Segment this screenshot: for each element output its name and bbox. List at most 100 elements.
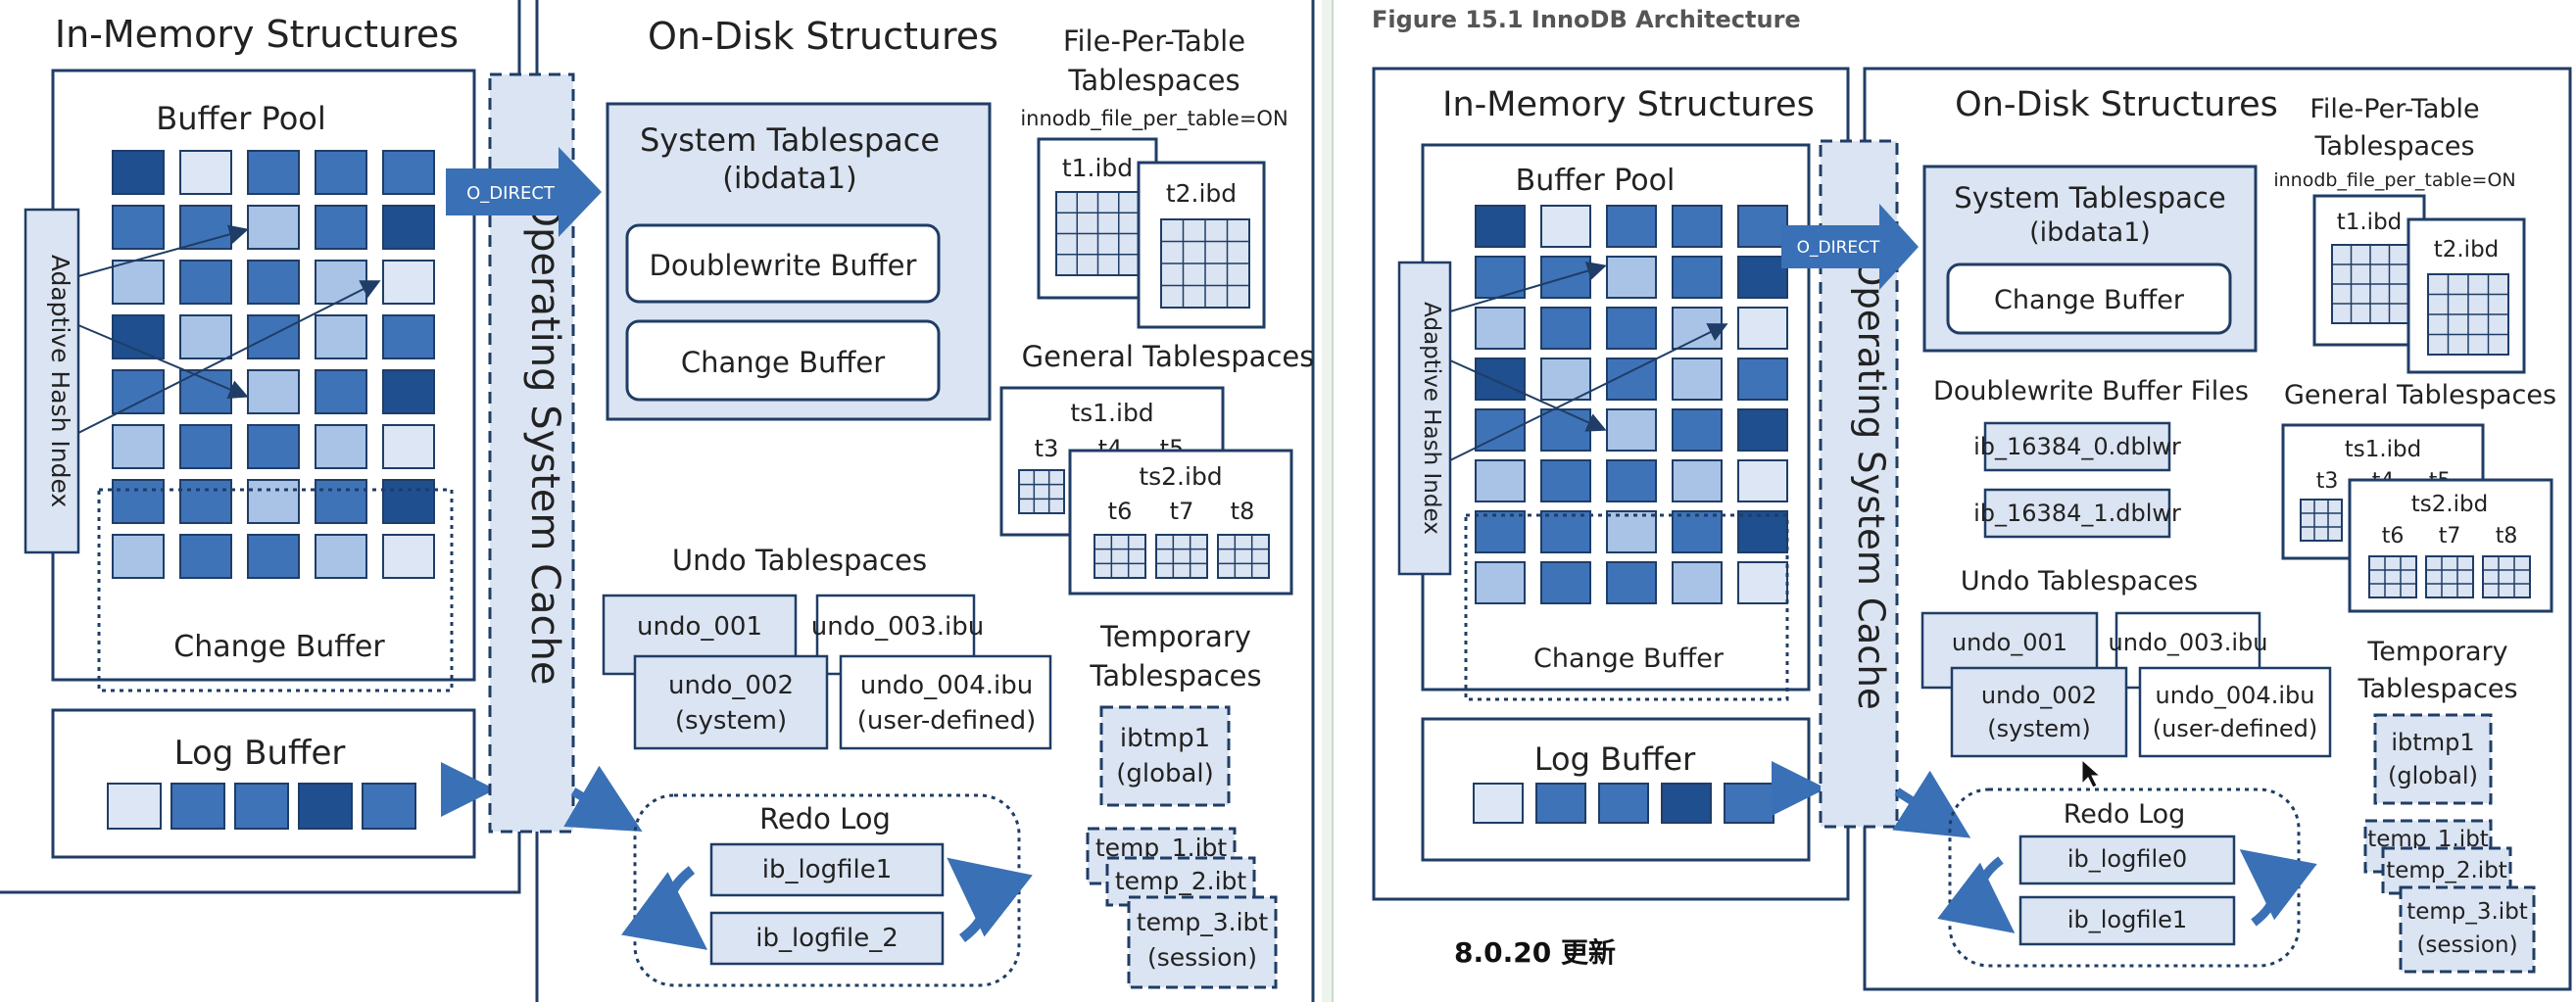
buffer-page [1737, 459, 1788, 502]
buffer-page [315, 369, 367, 414]
right-undo-003-label: undo_003.ibu [2109, 629, 2268, 656]
table-grid-frame [2368, 555, 2417, 598]
right-dblwr-1-label: ib_16384_1.dblwr [1973, 500, 2181, 527]
left-buffer-pool-label: Buffer Pool [156, 100, 326, 137]
left-os-to-redo-arrow [563, 765, 643, 833]
left-change-buffer-disk-box [625, 319, 941, 402]
buffer-page [1737, 205, 1788, 248]
buffer-page [1606, 510, 1657, 553]
buffer-page [315, 424, 367, 469]
right-adaptive-hash-index [1397, 261, 1452, 576]
left-redo-cycle-arrow-right [947, 857, 1033, 943]
buffer-page [179, 150, 232, 195]
buffer-page [247, 314, 300, 359]
left-logfile-b-box [709, 911, 945, 966]
table-grid-frame [1155, 534, 1208, 579]
right-t1-label: t1.ibd [2337, 210, 2403, 235]
table-grid-icon [1155, 534, 1208, 579]
right-system-tablespace-label: System Tablespace [1954, 181, 2225, 215]
buffer-page [1672, 459, 1723, 502]
right-general-tablespaces-label: General Tablespaces [2284, 380, 2556, 410]
log-buffer-page [1661, 783, 1712, 824]
left-log-buffer-label: Log Buffer [174, 734, 346, 773]
right-undo-tablespaces-label: Undo Tablespaces [1961, 566, 2198, 596]
left-undo-002-box [633, 654, 829, 750]
right-t2-label: t2.ibd [2434, 237, 2500, 262]
right-dblwr-1-box [1983, 488, 2171, 539]
right-temporary-title-2: Tablespaces [2357, 674, 2517, 704]
buffer-page [247, 534, 300, 579]
right-undo-001-label: undo_001 [1952, 629, 2067, 656]
right-adaptive-hash-index-label: Adaptive Hash Index [1419, 302, 1444, 535]
left-buffer-pool-pages [112, 150, 435, 579]
buffer-page [247, 260, 300, 305]
table-grid-icon [2300, 499, 2343, 542]
buffer-page [1475, 256, 1526, 299]
mouse-cursor-icon [2081, 758, 2102, 788]
right-figure-caption: Figure 15.1 InnoDB Architecture [1372, 6, 1801, 33]
buffer-page [112, 150, 165, 195]
buffer-page [315, 479, 367, 524]
left-t1-label: t1.ibd [1062, 154, 1133, 182]
left-change-buffer-region [97, 488, 454, 692]
right-logfile-b-box [2018, 895, 2236, 946]
right-on-disk-title: On-Disk Structures [1955, 85, 2278, 124]
left-system-tablespace-label: System Tablespace [640, 121, 940, 159]
buffer-page [315, 260, 367, 305]
table-grid-frame [2425, 555, 2474, 598]
buffer-page [1672, 307, 1723, 350]
buffer-page [1737, 256, 1788, 299]
buffer-page [1540, 561, 1591, 604]
left-undo-003-label: undo_003.ibu [811, 612, 984, 642]
right-doublewrite-files-label: Doublewrite Buffer Files [1933, 376, 2249, 406]
left-file-per-table-title-1: File-Per-Table [1063, 24, 1245, 58]
buffer-page [382, 479, 435, 524]
right-logfile-a-box [2018, 835, 2236, 885]
right-t3-label: t3 [2316, 469, 2339, 494]
right-dblwr-0-label: ib_16384_0.dblwr [1973, 433, 2181, 460]
right-temporary-title-1: Temporary [2366, 637, 2507, 667]
buffer-page [112, 424, 165, 469]
right-change-buffer-region [1464, 513, 1789, 701]
log-buffer-page [1598, 783, 1649, 824]
right-ibtmp1-label: ibtmp1 [2391, 729, 2474, 756]
buffer-page [112, 479, 165, 524]
left-ts2-label: ts2.ibd [1139, 462, 1222, 491]
left-o-direct-label: O_DIRECT [466, 183, 556, 204]
left-temp2-label: temp_2.ibt [1115, 867, 1247, 895]
buffer-page [112, 369, 165, 414]
left-change-buffer-mem-label: Change Buffer [173, 630, 385, 664]
left-hash-lines [77, 224, 381, 434]
buffer-page [247, 369, 300, 414]
right-file-per-table-title-1: File-Per-Table [2309, 94, 2479, 124]
left-t2-file: t2.ibd [1137, 161, 1266, 329]
buffer-page [179, 534, 232, 579]
left-temporary-title-2: Tablespaces [1089, 659, 1261, 692]
right-redo-cycle-arrow-right [2239, 849, 2317, 927]
buffer-page [382, 534, 435, 579]
buffer-page [247, 479, 300, 524]
left-redo-cycle-arrow-left [620, 866, 708, 950]
table-grid-frame [2300, 499, 2343, 542]
left-undo-004-label: undo_004.ibu [860, 671, 1033, 700]
left-undo-004-sub: (user-defined) [857, 706, 1037, 736]
left-change-buffer-disk-label: Change Buffer [681, 346, 885, 379]
right-ibtmp1-box [2373, 713, 2493, 805]
left-o-direct-arrow [446, 147, 602, 237]
buffer-page [1737, 358, 1788, 401]
buffer-page [382, 369, 435, 414]
right-change-buffer-disk-box [1946, 262, 2232, 335]
left-t1-file: t1.ibd [1037, 137, 1158, 300]
right-log-buffer-label: Log Buffer [1534, 740, 1696, 778]
left-logfile-b-label: ib_logfile_2 [755, 924, 899, 953]
left-on-disk-title: On-Disk Structures [648, 15, 998, 58]
left-ts1-label: ts1.ibd [1070, 399, 1153, 427]
right-logfile-b-label: ib_logfile1 [2067, 906, 2187, 933]
left-logfile-a-label: ib_logfile1 [762, 855, 893, 884]
right-temp2-label: temp_2.ibt [2386, 858, 2507, 883]
left-file-per-table-option: innodb_file_per_table=ON [1020, 107, 1288, 131]
buffer-page [247, 150, 300, 195]
buffer-page [1606, 307, 1657, 350]
right-dblwr-0-box [1983, 421, 2171, 472]
